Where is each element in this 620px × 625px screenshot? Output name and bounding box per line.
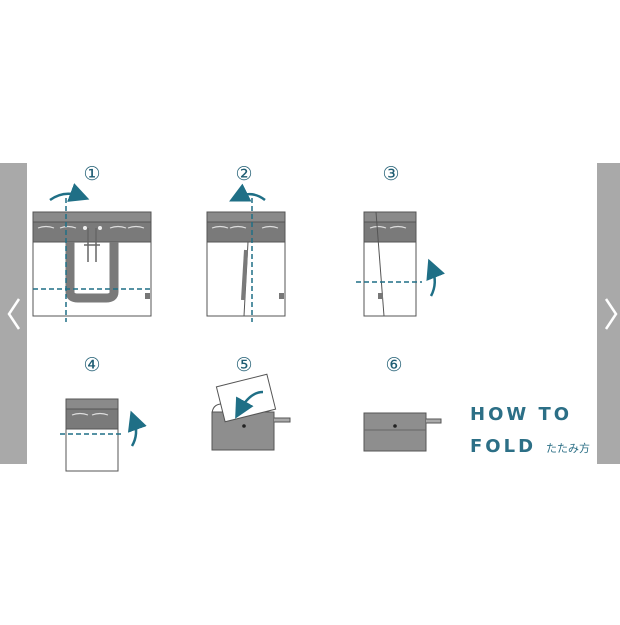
step6-pouch <box>363 412 442 452</box>
title-line-1: HOW TO <box>470 404 573 425</box>
chevron-left-icon <box>6 297 20 330</box>
step1-bag <box>32 183 152 322</box>
step-2-number: ② <box>235 163 253 185</box>
next-slide-button[interactable] <box>597 163 620 464</box>
step-6-number: ⑥ <box>385 354 403 376</box>
title-line-2-text: FOLD <box>470 436 537 457</box>
step2-bag <box>206 183 286 322</box>
title-line-2: FOLD たたみ方 <box>470 435 590 461</box>
how-to-fold-title: HOW TO FOLD たたみ方 <box>470 403 590 461</box>
step5-pouch <box>211 373 291 451</box>
step-3-number: ③ <box>382 163 400 185</box>
step-4-number: ④ <box>83 354 101 376</box>
previous-slide-button[interactable] <box>0 163 27 464</box>
chevron-right-icon <box>604 297 618 330</box>
step4-bag <box>60 398 147 472</box>
step-5-number: ⑤ <box>235 354 253 376</box>
step-1-number: ① <box>83 163 101 185</box>
step3-bag <box>356 211 445 317</box>
title-japanese: たたみ方 <box>546 442 591 455</box>
